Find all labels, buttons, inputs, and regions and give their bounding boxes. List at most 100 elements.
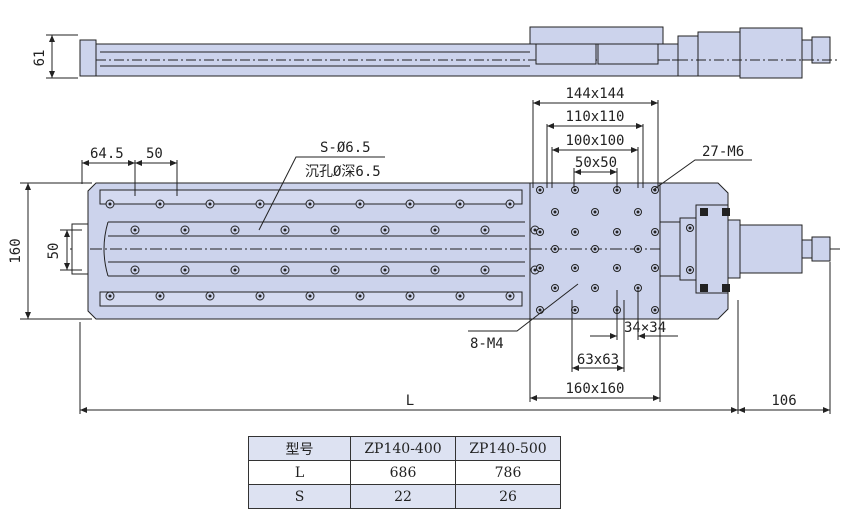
hole-center	[233, 228, 237, 232]
table-header-cell: 型号	[248, 436, 351, 461]
dim-27m6-label: 27-M6	[702, 144, 744, 160]
hole-center	[653, 266, 657, 270]
table-cell: 786	[455, 460, 561, 485]
dim-50-top-label: 50	[146, 146, 163, 162]
hole-center	[653, 230, 657, 234]
hole-center	[538, 308, 542, 312]
hole-center	[593, 210, 597, 214]
height-dimension-61	[46, 34, 78, 79]
hole-center	[258, 202, 262, 206]
hole-center	[538, 266, 542, 270]
hole-center	[383, 228, 387, 232]
hole-center	[333, 228, 337, 232]
hole-center	[636, 210, 640, 214]
hole-center	[308, 202, 312, 206]
motor-screw	[722, 208, 730, 216]
hole-center	[653, 308, 657, 312]
hole-center	[533, 228, 537, 232]
hole-center	[158, 294, 162, 298]
hole-center	[553, 210, 557, 214]
hole-center	[408, 294, 412, 298]
hole-center	[458, 294, 462, 298]
dim-160-left-label: 160	[8, 238, 24, 263]
hole-center	[208, 202, 212, 206]
dim-64-5-label: 64.5	[90, 146, 124, 162]
hole-center	[358, 294, 362, 298]
hole-center	[553, 286, 557, 290]
table-cell: S	[248, 484, 351, 509]
table-cell: 22	[350, 484, 456, 509]
dim-50x50-label: 50x50	[575, 155, 617, 171]
hole-center	[636, 286, 640, 290]
dim-50-left-label: 50	[46, 243, 62, 260]
hole-center	[183, 268, 187, 272]
hole-center	[593, 286, 597, 290]
hole-center	[358, 202, 362, 206]
dim-8m4-label: 8-M4	[470, 336, 504, 352]
hole-center	[133, 268, 137, 272]
hole-center	[258, 294, 262, 298]
motor-screw	[722, 284, 730, 292]
dim-34x34-label: 34×34	[624, 320, 666, 336]
hole-center	[233, 268, 237, 272]
hole-center	[615, 230, 619, 234]
hole-center	[688, 268, 692, 272]
dim-106-label: 106	[771, 393, 796, 409]
hole-center	[483, 268, 487, 272]
stage-body	[70, 182, 840, 320]
dim-100-label: 100x100	[565, 133, 624, 149]
table-header-row: 型号 ZP140-400 ZP140-500	[248, 436, 561, 461]
hole-center	[283, 268, 287, 272]
hole-center	[283, 228, 287, 232]
hole-center	[158, 202, 162, 206]
table-cell: 686	[350, 460, 456, 485]
hole-center	[615, 266, 619, 270]
model-spec-table: 型号 ZP140-400 ZP140-500 L 686 786 S 22 26	[248, 436, 561, 509]
motor-screw	[700, 208, 708, 216]
dim-63x63-label: 63x63	[577, 352, 619, 368]
hole-center	[615, 188, 619, 192]
table-header-cell: ZP140-400	[350, 436, 456, 461]
hole-center	[458, 202, 462, 206]
hole-spec-line1: S-Ø6.5	[320, 140, 371, 156]
hole-center	[573, 188, 577, 192]
hole-center	[183, 228, 187, 232]
hole-center	[208, 294, 212, 298]
hole-center	[408, 202, 412, 206]
hole-center	[538, 188, 542, 192]
dim-L-label: L	[406, 393, 414, 409]
motor-screw	[700, 284, 708, 292]
hole-center	[508, 202, 512, 206]
hole-center	[688, 226, 692, 230]
dim-160x160-label: 160x160	[565, 381, 624, 397]
dim-61-label: 61	[32, 50, 48, 67]
hole-center	[433, 228, 437, 232]
hole-center	[538, 230, 542, 234]
hole-center	[333, 268, 337, 272]
hole-center	[108, 294, 112, 298]
table-header-cell: ZP140-500	[455, 436, 561, 461]
side-view	[79, 26, 840, 79]
mounting-holes	[105, 186, 730, 314]
hole-center	[573, 308, 577, 312]
hole-center	[636, 247, 640, 251]
hole-center	[593, 247, 597, 251]
hole-center	[108, 202, 112, 206]
table-cell: 26	[455, 484, 561, 509]
hole-spec-line2: 沉孔Ø深6.5	[305, 164, 381, 180]
hole-center	[573, 230, 577, 234]
hole-center	[508, 294, 512, 298]
hole-center	[308, 294, 312, 298]
hole-center	[553, 247, 557, 251]
hole-center	[483, 228, 487, 232]
dim-110-label: 110x110	[565, 109, 624, 125]
dimension-lines	[20, 100, 831, 414]
hole-center	[533, 268, 537, 272]
table-cell: L	[248, 460, 351, 485]
hole-center	[573, 266, 577, 270]
table-row: S 22 26	[248, 484, 561, 509]
table-row: L 686 786	[248, 460, 561, 485]
hole-center	[383, 268, 387, 272]
hole-center	[433, 268, 437, 272]
